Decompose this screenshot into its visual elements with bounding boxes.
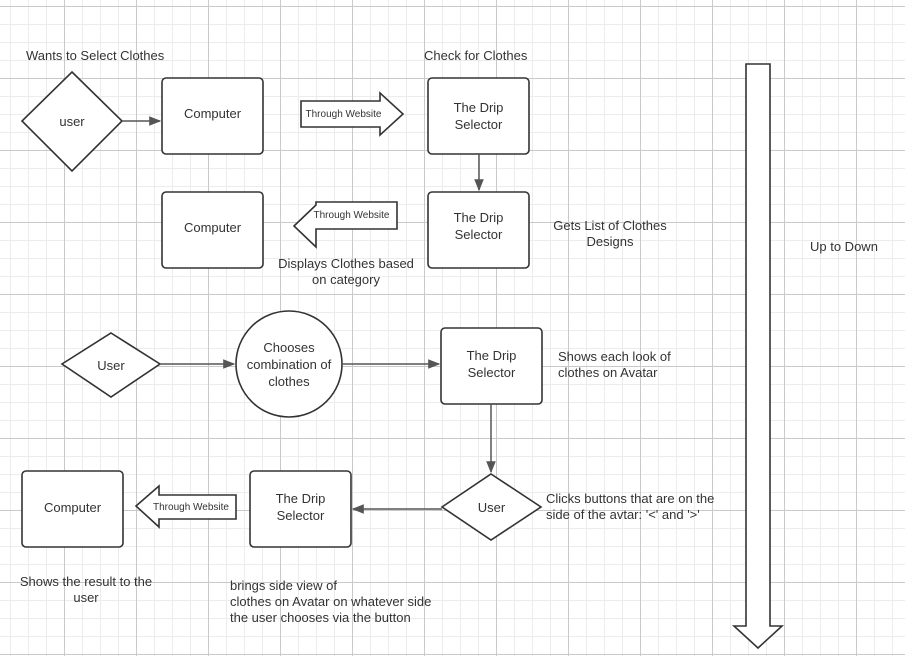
drip-selector-box-2 [427,191,530,269]
user-diamond-1 [20,70,124,173]
drip-selector-label-3: The Drip Selector [466,348,517,380]
computer-node-label-1: Computer [183,105,242,121]
computer-node-label-2: Computer [183,219,242,235]
drip-selector-label-1: The Drip Selector [453,100,504,132]
label-shows-each-look: Shows each look of clothes on Avatar [558,349,671,380]
through-website-arrow-2 [292,201,398,249]
drip-selector-label-4: The Drip Selector [275,491,326,523]
label-wants-to-select: Wants to Select Clothes [26,48,165,63]
computer-box-2 [161,191,264,269]
user-node-label-1: user [59,114,85,129]
computer-box-1 [161,77,264,155]
user-node-label-2: User [97,357,125,373]
through-website-label-2: Through Website [313,210,390,221]
through-website-label-1: Through Website [305,108,382,120]
label-gets-list: Gets List of Clothes Designs [553,218,667,249]
drip-selector-label-2: The Drip Selector [453,210,504,242]
user-diamond-3 [440,473,543,541]
label-up-to-down: Up to Down [810,239,878,254]
through-website-arrow-1 [300,91,405,137]
user-diamond-2 [60,332,162,398]
through-website-label-3: Through Website [153,501,229,513]
label-clicks-buttons: Clicks buttons that are on the side of t… [546,491,715,522]
drip-selector-box-4 [249,470,352,548]
user-node-label-3: User [477,499,506,515]
label-brings-side-view: brings side view of clothes on Avatar on… [230,578,432,625]
up-to-down-arrow [731,63,785,650]
computer-node-label-3: Computer [43,499,102,515]
label-check-for-clothes: Check for Clothes [424,48,528,63]
through-website-arrow-3 [134,484,237,529]
computer-box-3 [21,470,124,548]
label-shows-result: Shows the result to the user [19,574,153,605]
chooses-node-label: Chooses combination of clothes [246,339,332,389]
label-displays-clothes: Displays Clothes based on category [278,256,414,287]
